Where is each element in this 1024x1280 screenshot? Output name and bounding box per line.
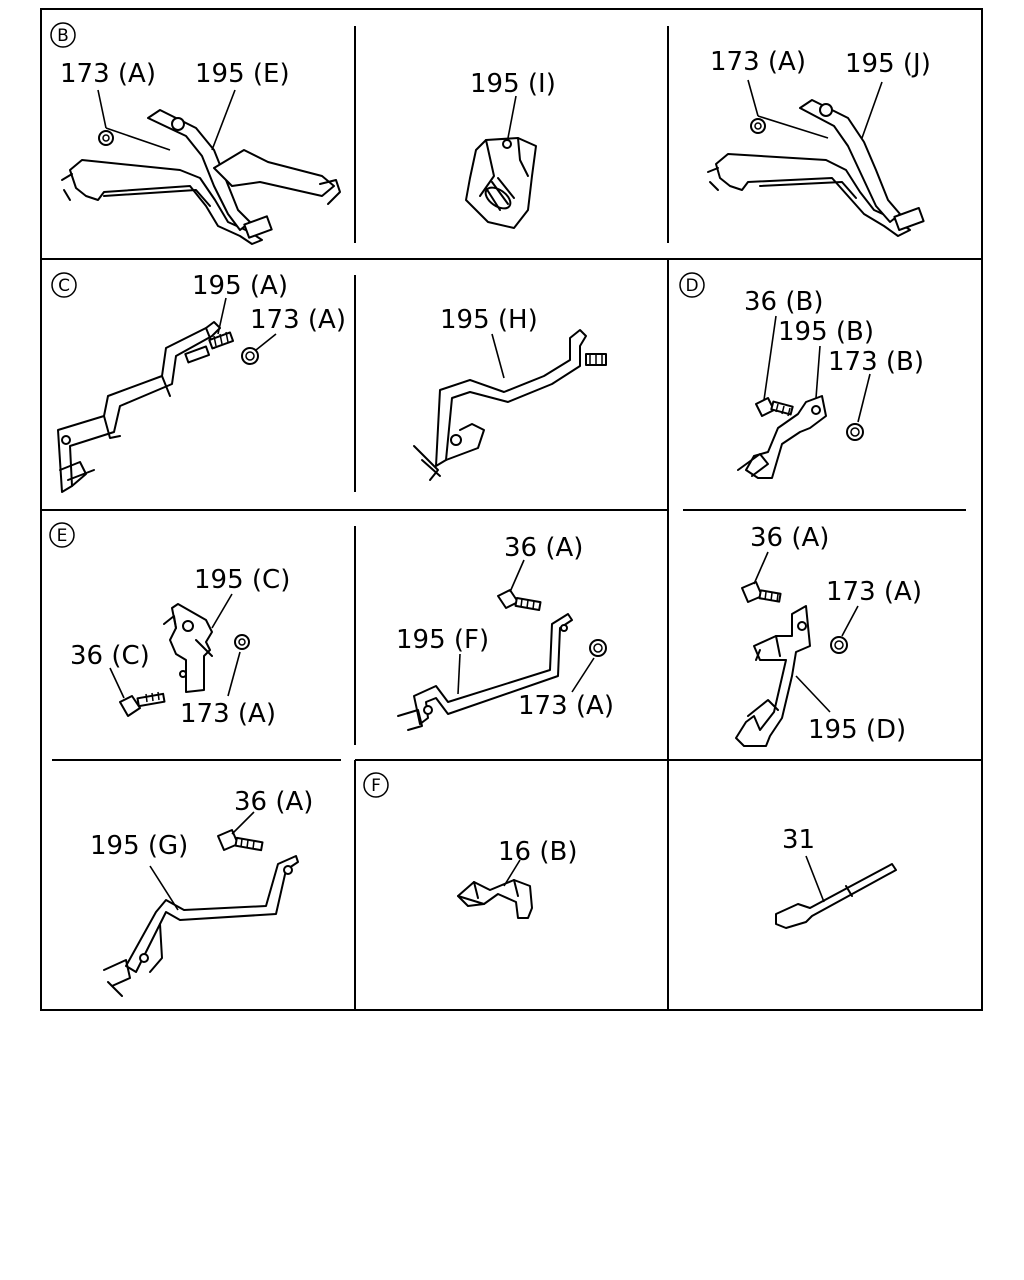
c-right-assembly: 195 (H)	[413, 305, 607, 481]
label-195f: 195 (F)	[396, 625, 489, 655]
b-right-assembly: 173 (A) 195 (J)	[707, 47, 931, 237]
label-195h: 195 (H)	[440, 305, 538, 335]
nut-173a	[241, 347, 259, 365]
nut-173a	[830, 636, 848, 654]
label-36c: 36 (C)	[70, 641, 150, 671]
label-173a-d: 173 (A)	[826, 577, 922, 607]
label-173a-e-middle: 173 (A)	[518, 691, 614, 721]
nut-173b	[846, 423, 864, 441]
f-clip-assembly: 16 (B)	[457, 837, 577, 919]
bolt-36c	[119, 695, 141, 717]
d-upper-assembly: 36 (B) 195 (B) 173 (B)	[737, 287, 924, 479]
section-e-letter: E	[49, 522, 75, 548]
bracket-195e	[69, 159, 263, 245]
b-middle-assembly: 195 (I)	[465, 69, 556, 229]
svg-text:F: F	[371, 776, 381, 796]
e-left-assembly: 195 (C) 36 (C) 173 (A)	[70, 565, 290, 729]
label-195a: 195 (A)	[192, 271, 288, 301]
label-36b: 36 (B)	[744, 287, 823, 317]
bracket-195a	[57, 321, 221, 493]
label-31: 31	[782, 825, 815, 855]
bracket-195b	[745, 395, 827, 479]
weld-nut	[893, 206, 925, 232]
label-173b: 173 (B)	[828, 347, 924, 377]
section-d-letter: D	[679, 272, 705, 298]
section-b-letter: B	[50, 22, 76, 48]
e-lower-assembly: 36 (A) 195 (G)	[90, 787, 313, 997]
b-left-assembly: 173 (A) 195 (E)	[60, 59, 341, 245]
bracket-195c	[169, 603, 213, 693]
label-195e: 195 (E)	[195, 59, 290, 89]
e-middle-assembly: 36 (A) 195 (F) 173 (A)	[396, 533, 614, 731]
label-173a-b-left: 173 (A)	[60, 59, 156, 89]
label-36a-e-middle: 36 (A)	[504, 533, 583, 563]
weld-nut	[243, 215, 273, 239]
bracket-195j	[715, 153, 911, 237]
label-16b: 16 (B)	[498, 837, 577, 867]
section-f-letter: F	[363, 772, 389, 798]
nut-173a	[589, 639, 607, 657]
svg-text:C: C	[58, 276, 70, 296]
label-195d: 195 (D)	[808, 715, 906, 745]
label-173a-b-right: 173 (A)	[710, 47, 806, 77]
label-195j: 195 (J)	[845, 49, 931, 79]
label-36a-e-lower: 36 (A)	[234, 787, 313, 817]
svg-text:B: B	[57, 26, 69, 46]
label-173a-c: 173 (A)	[250, 305, 346, 335]
label-195c: 195 (C)	[194, 565, 290, 595]
nut-173a	[750, 118, 766, 134]
nut-173a	[98, 130, 114, 146]
section-c-letter: C	[51, 272, 77, 298]
svg-text:E: E	[57, 526, 68, 546]
svg-text:D: D	[685, 276, 698, 296]
clip-16b	[457, 879, 533, 919]
cable-tie-31	[775, 863, 897, 929]
bracket-195g	[125, 855, 299, 973]
label-195b: 195 (B)	[778, 317, 874, 347]
label-173a-e-left: 173 (A)	[180, 699, 276, 729]
label-36a-d: 36 (A)	[750, 523, 829, 553]
bracket-195h	[435, 329, 587, 467]
c-left-assembly: 195 (A) 173 (A)	[57, 271, 346, 493]
bracket-195d	[735, 605, 811, 747]
bolt-36a	[217, 829, 239, 851]
nut-173a	[234, 634, 250, 650]
label-195i: 195 (I)	[470, 69, 556, 99]
f-tie-assembly: 31	[775, 825, 897, 929]
d-lower-assembly: 36 (A) 173 (A) 195 (D)	[735, 523, 922, 747]
label-195g: 195 (G)	[90, 831, 188, 861]
